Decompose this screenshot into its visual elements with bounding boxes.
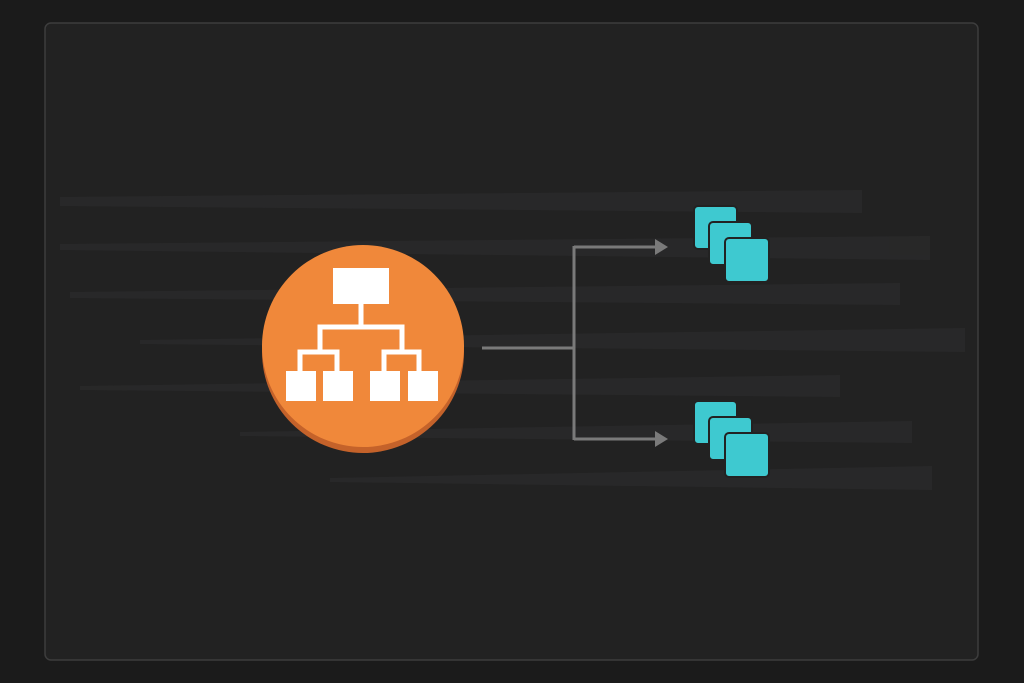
instance-stack-icon-bottom <box>693 400 770 478</box>
instance-stack-icon-top <box>693 205 770 283</box>
arrowhead-bottom <box>655 431 668 447</box>
connector-arrows <box>482 245 657 441</box>
load-balancer-node <box>262 245 464 453</box>
arrowhead-top <box>655 239 668 255</box>
load-balancer-icon <box>286 268 438 401</box>
